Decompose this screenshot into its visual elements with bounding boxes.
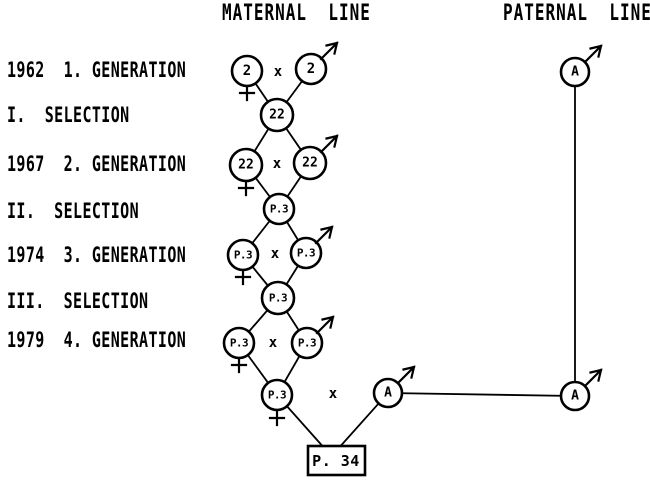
node-gen4-male: P.3 bbox=[290, 315, 335, 360]
node-gen2-female: 22 bbox=[228, 147, 264, 197]
node-gen1-male-label: 2 bbox=[307, 61, 315, 77]
node-gen2-male: 22 bbox=[292, 134, 339, 181]
female-icon bbox=[238, 84, 256, 102]
node-gen2-female-label: 22 bbox=[238, 158, 254, 173]
maternal-line-header: MATERNAL LINE bbox=[222, 0, 371, 26]
cross-gen2: x bbox=[273, 156, 282, 172]
timeline-label-gen3: 1974 3. GENERATION bbox=[7, 242, 187, 268]
timeline-label-gen1: 1962 1. GENERATION bbox=[7, 57, 187, 83]
node-final-offspring: P.3 bbox=[260, 378, 294, 427]
result-box-label: P. 34 bbox=[312, 452, 360, 470]
node-sel2-offspring-label: P.3 bbox=[270, 203, 288, 216]
male-icon bbox=[319, 41, 339, 61]
result-box: P. 34 bbox=[306, 444, 367, 477]
node-sel1-offspring-label: 22 bbox=[269, 108, 285, 123]
node-paternal-descendant-label: A bbox=[571, 389, 579, 404]
cross-gen3: x bbox=[271, 246, 280, 262]
male-icon bbox=[583, 44, 603, 64]
cross-gen4: x bbox=[269, 335, 278, 351]
node-gen4-female-label: P.3 bbox=[230, 337, 248, 350]
node-paternal-descendant: A bbox=[559, 368, 603, 412]
female-icon bbox=[234, 268, 252, 286]
node-paternal-founder-label: A bbox=[571, 65, 579, 80]
cross-final: x bbox=[329, 386, 338, 402]
cross-gen1: x bbox=[274, 64, 283, 80]
node-gen1-male: 2 bbox=[294, 41, 339, 86]
result-box-frame bbox=[306, 444, 367, 477]
node-gen4-male-label: P.3 bbox=[298, 337, 316, 350]
timeline-label-gen4: 1979 4. GENERATION bbox=[7, 327, 187, 353]
male-icon bbox=[396, 365, 416, 385]
node-final-male-a-label: A bbox=[384, 386, 392, 401]
node-gen3-female-label: P.3 bbox=[234, 249, 252, 262]
timeline-label-selection2: II. SELECTION bbox=[7, 198, 140, 224]
female-icon bbox=[268, 408, 286, 427]
node-sel2-offspring: P.3 bbox=[262, 192, 296, 226]
male-icon bbox=[319, 134, 339, 154]
male-icon bbox=[583, 368, 603, 388]
node-final-male-a: A bbox=[372, 365, 416, 409]
node-final-offspring-label: P.3 bbox=[268, 389, 286, 402]
node-gen3-male-label: P.3 bbox=[297, 247, 315, 260]
female-icon bbox=[237, 179, 255, 197]
node-gen1-female-label: 2 bbox=[243, 63, 251, 79]
female-icon bbox=[230, 356, 248, 374]
male-icon bbox=[314, 225, 334, 245]
node-sel1-offspring: 22 bbox=[259, 97, 295, 133]
node-gen2-male-label: 22 bbox=[302, 156, 318, 171]
edge-final-male-to-paternal-descendant bbox=[387, 392, 576, 397]
node-sel3-offspring-label: P.3 bbox=[269, 292, 287, 305]
timeline-label-selection3: III. SELECTION bbox=[7, 288, 149, 314]
node-gen4-female: P.3 bbox=[222, 326, 256, 374]
node-gen3-female: P.3 bbox=[226, 238, 260, 286]
paternal-line-header: PATERNAL LINE bbox=[503, 0, 650, 26]
node-gen3-male: P.3 bbox=[289, 225, 334, 270]
timeline-label-gen2: 1967 2. GENERATION bbox=[7, 151, 187, 177]
node-paternal-founder: A bbox=[559, 44, 603, 88]
node-sel3-offspring: P.3 bbox=[260, 280, 296, 316]
node-gen1-female: 2 bbox=[230, 54, 264, 102]
timeline-label-selection1: I. SELECTION bbox=[7, 102, 130, 128]
male-icon bbox=[315, 315, 335, 335]
